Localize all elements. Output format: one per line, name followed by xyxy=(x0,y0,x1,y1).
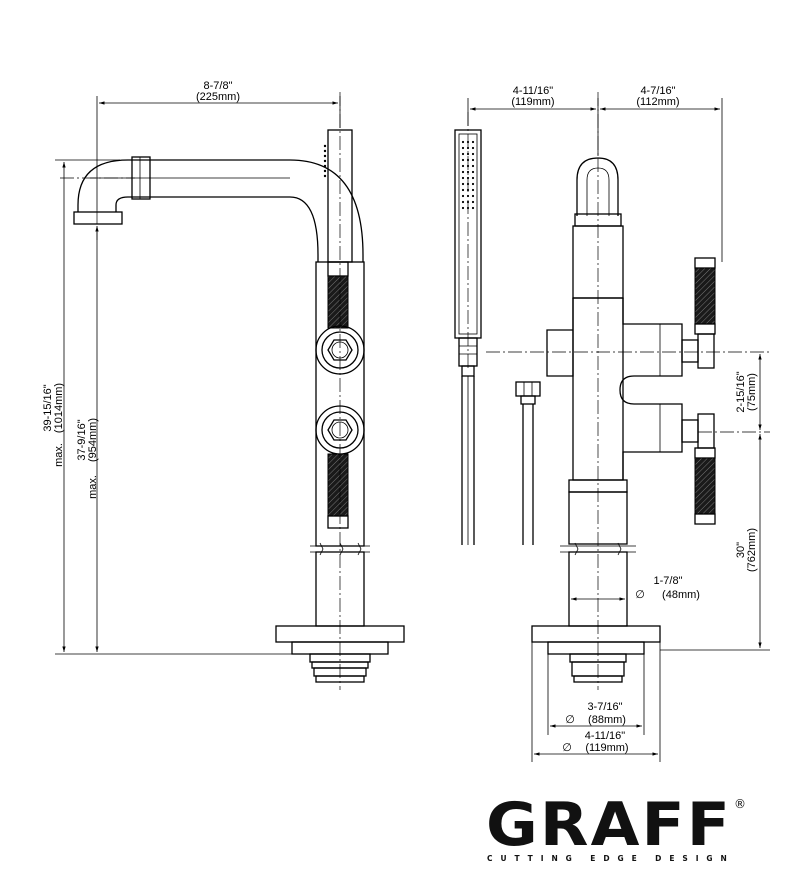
inner-dia-mm-label: (88mm) xyxy=(588,714,626,726)
left-width-in-label: 4-11/16" xyxy=(513,85,553,97)
dim-tube-diameter: 1-7/8" ∅ (48mm) xyxy=(571,575,700,601)
lower-handle-front xyxy=(681,413,716,525)
upper-handle-front xyxy=(681,257,716,369)
registered-mark: ® xyxy=(734,797,746,811)
body-front xyxy=(546,157,683,627)
height-total-mm-label: (1014mm) xyxy=(53,383,65,433)
lower-handle-grip-side xyxy=(327,453,349,517)
dim-inner-diameter: 3-7/16" ∅ (88mm) xyxy=(547,654,645,735)
inner-dia-symbol: ∅ xyxy=(565,714,575,726)
outer-dia-in-label: 4-11/16" xyxy=(585,730,625,742)
reach-mm-label: (225mm) xyxy=(196,91,240,103)
spout xyxy=(73,156,364,262)
tube-dia-symbol: ∅ xyxy=(635,589,645,601)
height-spout-prefix: max. xyxy=(87,475,99,499)
handle-gap-mm-label: (75mm) xyxy=(746,373,758,411)
lower-handle-grip xyxy=(694,457,716,515)
upper-handle-grip-side xyxy=(327,275,349,329)
tube-dia-mm-label: (48mm) xyxy=(662,589,700,601)
height-spout-in-label: 37-9/16" xyxy=(76,419,88,460)
right-width-in-label: 4-7/16" xyxy=(640,85,675,97)
handle-gap-in-label: 2-15/16" xyxy=(735,371,747,412)
height-total-prefix: max. xyxy=(53,443,65,467)
handshower-holder-side xyxy=(323,129,353,263)
dim-handle-gap: 2-15/16" (75mm) xyxy=(735,354,762,430)
height-spout-mm-label: (954mm) xyxy=(87,418,99,462)
base-plate-front xyxy=(531,625,661,683)
outer-dia-symbol: ∅ xyxy=(562,742,572,754)
front-view: 4-11/16" (119mm) 4-7/16" (112mm) 2-15/16… xyxy=(454,85,770,762)
reach-in-label: 8-7/8" xyxy=(204,80,233,92)
body-column-side xyxy=(310,261,370,627)
dim-height-total: 39-15/16" (1014mm) max. xyxy=(42,159,310,655)
dim-height-spout: 37-9/16" (954mm) max. xyxy=(76,226,99,652)
inner-dia-in-label: 3-7/16" xyxy=(587,701,622,713)
dim-reach: 8-7/8" (225mm) xyxy=(96,80,341,210)
outer-dia-mm-label: (119mm) xyxy=(585,742,628,754)
base-height-mm-label: (762mm) xyxy=(746,528,758,572)
dim-front-top: 4-11/16" (119mm) 4-7/16" (112mm) xyxy=(467,85,723,262)
brand-tagline: CUTTING EDGE DESIGN xyxy=(487,854,733,863)
left-width-mm-label: (119mm) xyxy=(511,96,554,108)
tube-dia-in-label: 1-7/8" xyxy=(654,575,683,587)
spray-face-side xyxy=(323,144,327,178)
dim-outer-diameter: 4-11/16" ∅ (119mm) xyxy=(531,642,661,762)
height-total-in-label: 39-15/16" xyxy=(42,384,54,431)
base-height-in-label: 30" xyxy=(735,542,747,558)
right-width-mm-label: (112mm) xyxy=(636,96,679,108)
brand-logo: GRAFF ® CUTTING EDGE DESIGN xyxy=(486,790,746,863)
upper-handle-grip xyxy=(694,267,716,325)
brand-name: GRAFF xyxy=(486,790,732,860)
dim-base-height: 30" (762mm) xyxy=(660,434,770,651)
supply-nut-front xyxy=(515,381,541,545)
side-view: 8-7/8" (225mm) 39-15/16" (1014mm) max. 3… xyxy=(42,80,405,690)
